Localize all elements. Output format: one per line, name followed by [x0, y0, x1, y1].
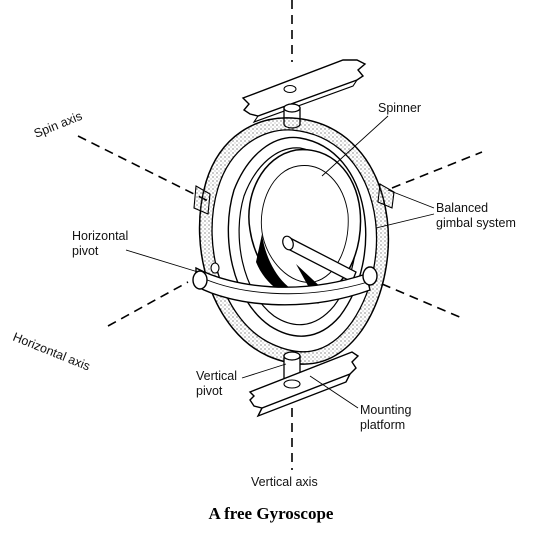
spin-pivot-left [193, 185, 211, 215]
label-balanced-gimbal-1: Balanced [436, 201, 488, 215]
caption: A free Gyroscope [209, 504, 334, 523]
spinner-leader [321, 115, 389, 177]
label-horizontal-pivot-2: pivot [72, 244, 99, 258]
horizontal-axis-line [107, 281, 463, 327]
label-mounting-platform-1: Mounting [360, 403, 411, 417]
label-spinner: Spinner [378, 101, 421, 115]
top-bracket [241, 59, 367, 124]
spin-pivot-right [377, 183, 395, 209]
horizontal-pivot-left [192, 262, 220, 290]
label-horizontal-pivot-1: Horizontal [72, 229, 128, 243]
label-vertical-pivot-2: pivot [196, 384, 223, 398]
vertical-pivot-leader [241, 363, 287, 379]
mounting-platform-leader [309, 375, 359, 409]
label-spin-axis: Spin axis [32, 109, 84, 141]
mounting-platform [248, 351, 360, 418]
horizontal-gimbal-band [195, 266, 371, 306]
horizontal-pivot-right [362, 266, 378, 286]
label-vertical-axis: Vertical axis [251, 475, 318, 489]
label-mounting-platform-2: platform [360, 418, 405, 432]
label-balanced-gimbal-2: gimbal system [436, 216, 516, 230]
label-horizontal-axis: Horizontal axis [11, 330, 92, 374]
spin-axis-line [77, 135, 483, 203]
horizontal-pivot-leader [125, 249, 199, 273]
leader-lines [125, 115, 435, 409]
gimbal-leader-1 [387, 189, 435, 209]
label-vertical-pivot-1: Vertical [196, 369, 237, 383]
gimbal-leader-2 [375, 213, 435, 229]
